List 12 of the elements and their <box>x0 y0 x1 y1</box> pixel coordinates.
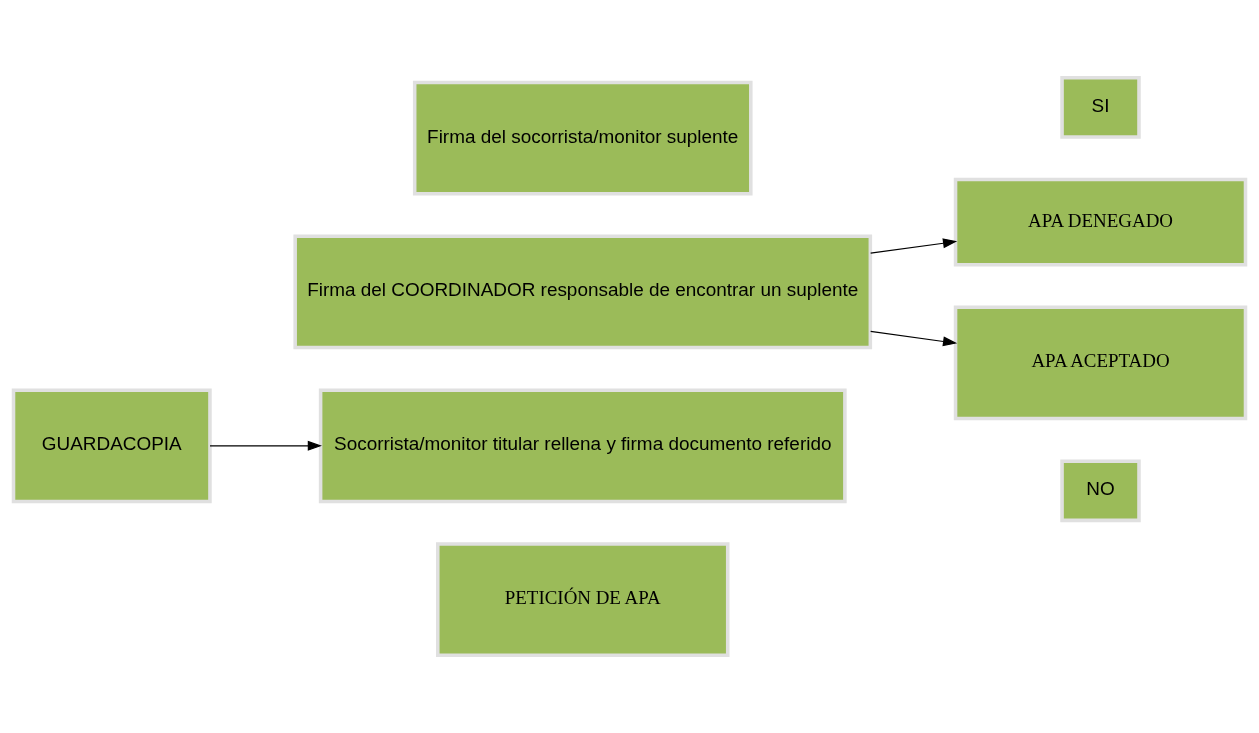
node-box: GUARDACOPIA <box>11 388 212 504</box>
node-box: APA ACEPTADO <box>953 305 1248 421</box>
node-box: APA DENEGADO <box>953 177 1248 267</box>
node-box: NO <box>1060 459 1141 523</box>
node-box: PETICIÓN DE APA <box>436 542 730 658</box>
node-box: Firma del COORDINADOR responsable de encontrar un suplente <box>293 234 873 350</box>
node-box: Socorrista/monitor titular rellena y firma documento referido <box>318 388 847 504</box>
arrow <box>870 238 958 254</box>
arrow <box>870 330 958 347</box>
node-box: SI <box>1060 75 1141 139</box>
arrow <box>209 440 322 451</box>
node-box: Firma del socorrista/monitor suplente <box>412 80 753 196</box>
